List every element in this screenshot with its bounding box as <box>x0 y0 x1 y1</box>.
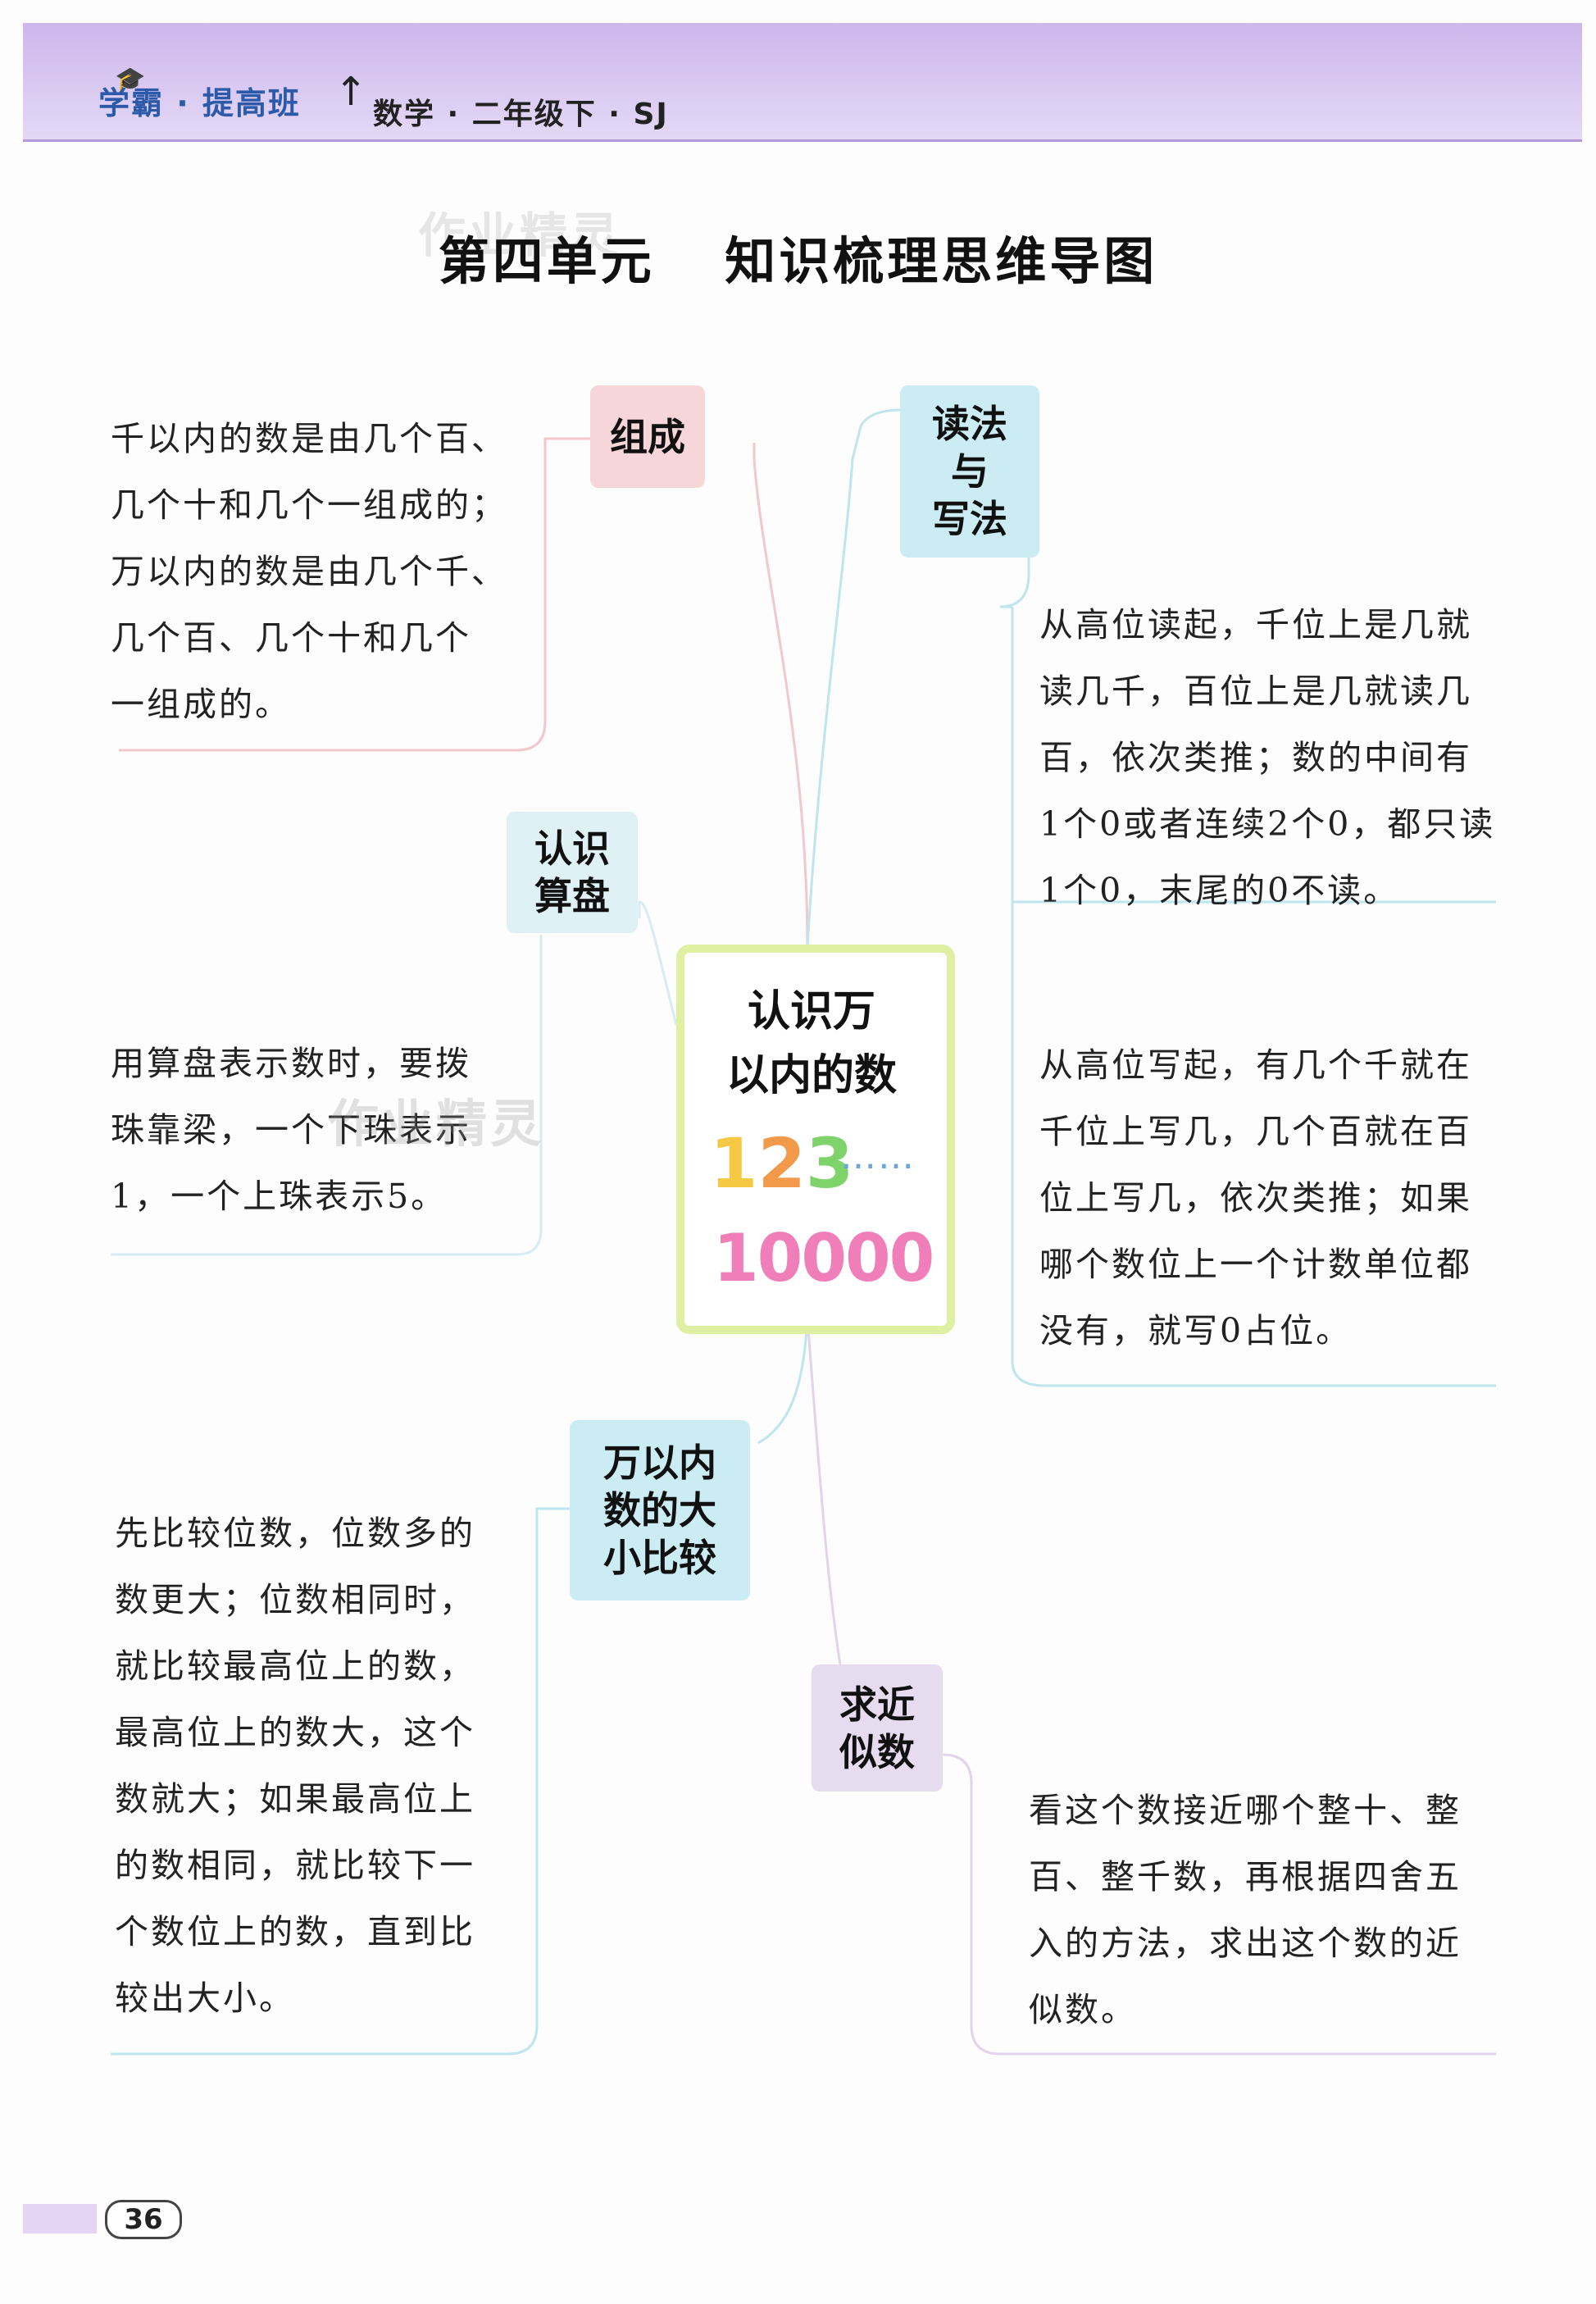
writing-rule-text: 从高位写起，有几个千就在 千位上写几，几个百就在百 位上写几，依次类推；如果 哪… <box>1039 1032 1531 1364</box>
topic-composition: 组成 <box>590 385 705 488</box>
ellipsis-dots: …… <box>840 1136 916 1177</box>
digits-123: 123 <box>710 1123 853 1204</box>
composition-text: 千以内的数是由几个百、 几个十和几个一组成的； 万以内的数是由几个千、 几个百、… <box>111 406 570 738</box>
watermark: 作业精灵 <box>328 1082 544 1156</box>
reading-rule-text: 从高位读起，千位上是几就 读几千，百位上是几就读几 百，依次类推；数的中间有 1… <box>1039 592 1531 924</box>
topic-read-write: 读法 与 写法 <box>900 385 1039 558</box>
compare-text: 先比较位数，位数多的 数更大；位数相同时， 就比较最高位上的数， 最高位上的数大… <box>115 1500 541 2032</box>
number-10000: 10000 <box>713 1220 933 1296</box>
topic-abacus: 认识 算盘 <box>507 812 638 933</box>
approximation-text: 看这个数接近哪个整十、整 百、整千数，再根据四舍五 入的方法，求出这个数的近 似… <box>1029 1778 1529 2043</box>
topic-approximation: 求近 似数 <box>812 1664 943 1792</box>
center-topic-title: 认识万 以内的数 <box>680 980 943 1108</box>
topic-compare: 万以内 数的大 小比较 <box>570 1420 750 1601</box>
page-number: 36 <box>105 2200 182 2239</box>
footer-bar <box>23 2204 97 2233</box>
